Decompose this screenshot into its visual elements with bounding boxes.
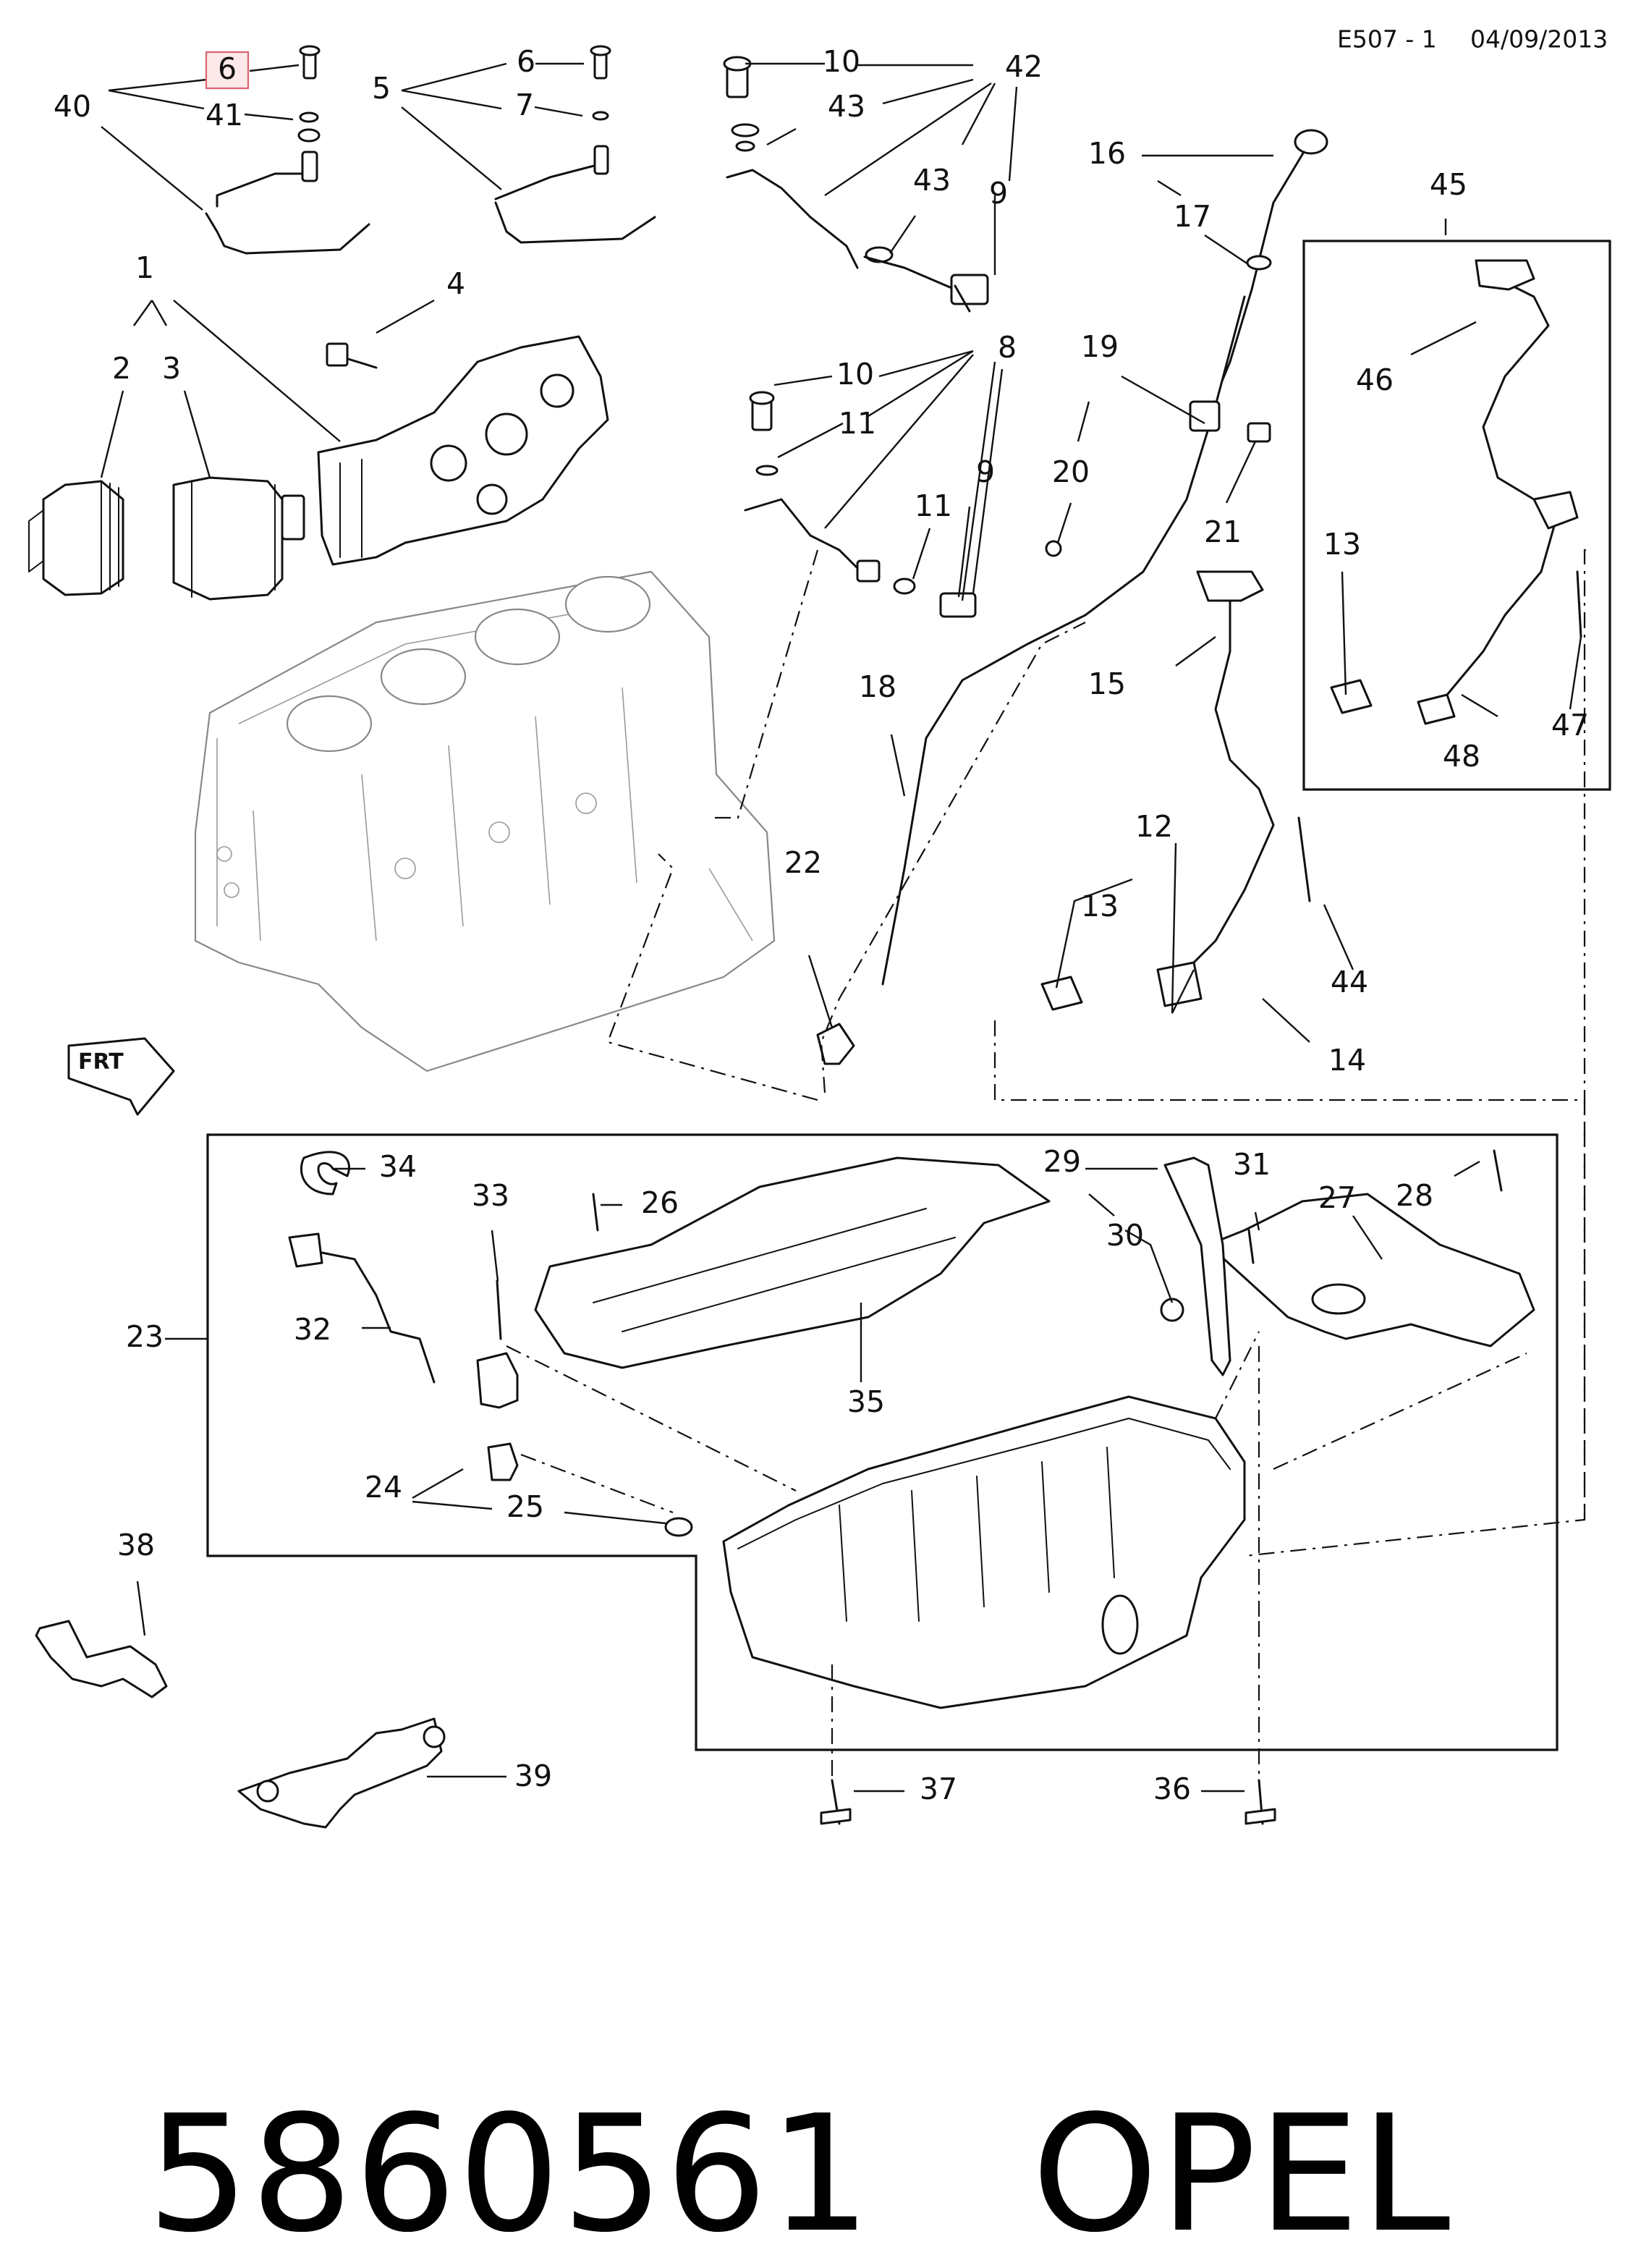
callout-7[interactable]: 7	[515, 88, 534, 122]
callout-6-selected[interactable]: 6	[218, 51, 237, 86]
callout-30[interactable]: 30	[1106, 1218, 1144, 1253]
callout-13[interactable]: 13	[1081, 889, 1119, 923]
oil-filter-assembly	[28, 335, 609, 601]
bracket-38	[35, 1620, 168, 1698]
callout-12[interactable]: 12	[1135, 809, 1173, 844]
callout-22[interactable]: 22	[784, 845, 822, 880]
callout-11[interactable]: 11	[915, 488, 952, 523]
callout-41[interactable]: 41	[205, 98, 243, 132]
callout-13-boxed[interactable]: 13	[1323, 527, 1361, 562]
bracket-39	[237, 1717, 446, 1829]
callout-16[interactable]: 16	[1088, 136, 1126, 171]
callout-36[interactable]: 36	[1153, 1772, 1191, 1806]
callout-31[interactable]: 31	[1233, 1147, 1271, 1182]
oil-cooler-pipe-40	[205, 45, 370, 255]
callout-6[interactable]: 6	[517, 44, 535, 79]
callout-46[interactable]: 46	[1356, 363, 1394, 397]
engine-block	[194, 570, 776, 1072]
oil-cooler-pipe-5	[494, 45, 656, 244]
selected-callout-highlight	[205, 51, 250, 90]
oil-dipstick-assembly	[816, 129, 1328, 1065]
callout-40[interactable]: 40	[54, 89, 91, 124]
oil-supply-pipe-8	[744, 391, 977, 618]
bolt-36	[1244, 1779, 1276, 1825]
callout-3[interactable]: 3	[162, 351, 181, 386]
oil-pan-group	[288, 1149, 1535, 1709]
callout-43[interactable]: 43	[913, 163, 951, 198]
callout-28[interactable]: 28	[1396, 1178, 1433, 1213]
callout-39[interactable]: 39	[514, 1759, 552, 1793]
callout-20[interactable]: 20	[1052, 454, 1090, 489]
callout-19[interactable]: 19	[1081, 329, 1119, 364]
callout-8[interactable]: 8	[998, 330, 1017, 365]
callout-5[interactable]: 5	[372, 71, 391, 106]
callout-15[interactable]: 15	[1088, 667, 1126, 701]
turbo-return-group-box-45	[1302, 240, 1611, 791]
callout-35[interactable]: 35	[847, 1384, 885, 1419]
turbo-return-pipe-12	[1040, 570, 1311, 1011]
leader-lines	[100, 62, 1582, 1793]
callout-44[interactable]: 44	[1331, 965, 1368, 999]
bolt-37	[820, 1779, 852, 1825]
front-direction-arrow-icon: FRT	[67, 1037, 175, 1116]
callout-10-top[interactable]: 10	[823, 44, 860, 79]
oil-pan-group-box-23	[206, 1133, 1559, 1751]
callout-4[interactable]: 4	[446, 266, 465, 301]
callout-1[interactable]: 1	[135, 250, 154, 285]
callout-14[interactable]: 14	[1328, 1043, 1366, 1078]
turbo-oil-feed-pipe	[723, 56, 989, 313]
callout-9[interactable]: 9	[976, 454, 995, 489]
callout-43-top[interactable]: 43	[828, 89, 865, 124]
diagram-date: 04/09/2013	[1470, 25, 1608, 54]
callout-18[interactable]: 18	[859, 669, 896, 704]
turbo-return-pipe-45	[1330, 259, 1582, 725]
part-number: 5860561	[147, 2081, 873, 2268]
callout-11-top[interactable]: 11	[839, 406, 876, 441]
callout-10[interactable]: 10	[836, 357, 874, 392]
callout-29[interactable]: 29	[1043, 1144, 1081, 1179]
callout-33[interactable]: 33	[472, 1178, 509, 1213]
brand-name: OPEL	[1031, 2081, 1452, 2268]
callout-17[interactable]: 17	[1174, 199, 1211, 234]
assembly-dash-lines	[506, 549, 1592, 1780]
callout-42[interactable]: 42	[1005, 49, 1043, 84]
callout-27[interactable]: 27	[1318, 1180, 1356, 1215]
callout-37[interactable]: 37	[920, 1772, 957, 1806]
callout-labels: 6 40 41 5 6 7 10 42 43 43 9 1 4 2 3 8 10…	[54, 44, 1589, 1806]
callout-21[interactable]: 21	[1204, 515, 1242, 549]
callout-26[interactable]: 26	[641, 1185, 679, 1220]
diagram-code: E507 - 1	[1337, 25, 1437, 54]
callout-45[interactable]: 45	[1430, 167, 1467, 202]
callout-23[interactable]: 23	[126, 1319, 164, 1354]
callout-34[interactable]: 34	[379, 1149, 417, 1184]
front-label: FRT	[78, 1049, 124, 1075]
callout-25[interactable]: 25	[506, 1489, 544, 1524]
callout-47[interactable]: 47	[1551, 708, 1589, 742]
callout-48[interactable]: 48	[1443, 739, 1480, 774]
callout-38[interactable]: 38	[117, 1528, 155, 1562]
callout-32[interactable]: 32	[294, 1312, 331, 1347]
callout-24[interactable]: 24	[365, 1470, 402, 1505]
callout-9-top[interactable]: 9	[989, 176, 1008, 211]
callout-2[interactable]: 2	[112, 351, 131, 386]
